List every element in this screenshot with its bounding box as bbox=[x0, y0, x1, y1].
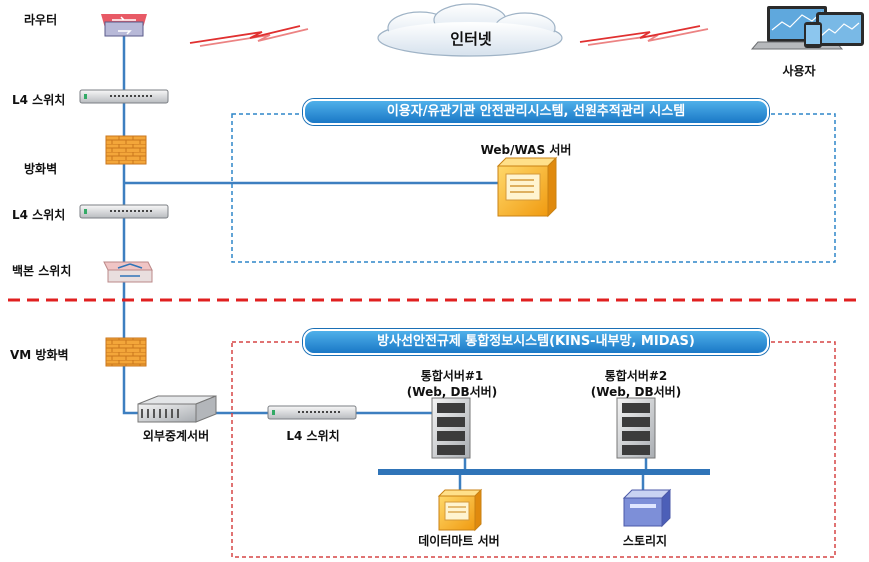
storage-label: 스토리지 bbox=[622, 534, 668, 548]
datamart-server-icon bbox=[437, 488, 483, 532]
storage-icon bbox=[622, 488, 672, 528]
l4-switch-top-icon bbox=[79, 89, 169, 104]
router-icon bbox=[101, 14, 147, 37]
integrated-server-1-icon bbox=[431, 397, 471, 459]
top-zone-title: 이용자/유관기관 안전관리시스템, 선원추적관리 시스템 bbox=[303, 99, 769, 125]
vm-firewall-icon bbox=[105, 337, 147, 367]
relay-server-icon bbox=[137, 395, 217, 423]
integrated-server-2-label: 통합서버#2 bbox=[604, 369, 668, 383]
integrated-server-1-label: 통합서버#1 bbox=[420, 369, 484, 383]
user-devices-icon bbox=[750, 6, 864, 50]
vm-firewall-label: VM 방화벽 bbox=[10, 348, 69, 362]
lightning-link-left-icon bbox=[189, 25, 309, 47]
backbone-switch-icon bbox=[103, 261, 153, 283]
l4-switch-bottom-label: L4 스위치 bbox=[286, 429, 340, 443]
bottom-zone-border bbox=[231, 341, 836, 558]
l4-switch-top-label: L4 스위치 bbox=[12, 93, 66, 107]
l4-switch-mid-icon bbox=[79, 204, 169, 219]
server-bus-bar bbox=[378, 469, 710, 475]
internet-label: 인터넷 bbox=[450, 30, 492, 48]
integrated-server-2-icon bbox=[616, 397, 656, 459]
relay-server-link bbox=[122, 409, 138, 415]
user-label: 사용자 bbox=[782, 64, 816, 78]
backbone-switch-label: 백본 스위치 bbox=[12, 264, 72, 278]
bottom-zone-title: 방사선안전규제 통합정보시스템(KINS-내부망, MIDAS) bbox=[303, 329, 769, 355]
lightning-link-right-icon bbox=[579, 25, 709, 46]
l4-switch-mid-label: L4 스위치 bbox=[12, 208, 66, 222]
l4-switch-bottom-icon bbox=[267, 405, 357, 420]
relay-server-label: 외부중계서버 bbox=[142, 429, 210, 443]
integrated-server-2-sublabel: (Web, DB서버) bbox=[590, 385, 682, 399]
web-was-server-icon bbox=[496, 156, 558, 218]
datamart-server-label: 데이터마트 서버 bbox=[418, 534, 500, 548]
internet-cloud-icon bbox=[377, 3, 563, 57]
firewall-icon bbox=[105, 135, 147, 165]
integrated-server-1-sublabel: (Web, DB서버) bbox=[406, 385, 498, 399]
router-label: 라우터 bbox=[24, 13, 58, 27]
firewall-label: 방화벽 bbox=[24, 162, 58, 176]
web-was-server-label: Web/WAS 서버 bbox=[480, 143, 572, 157]
